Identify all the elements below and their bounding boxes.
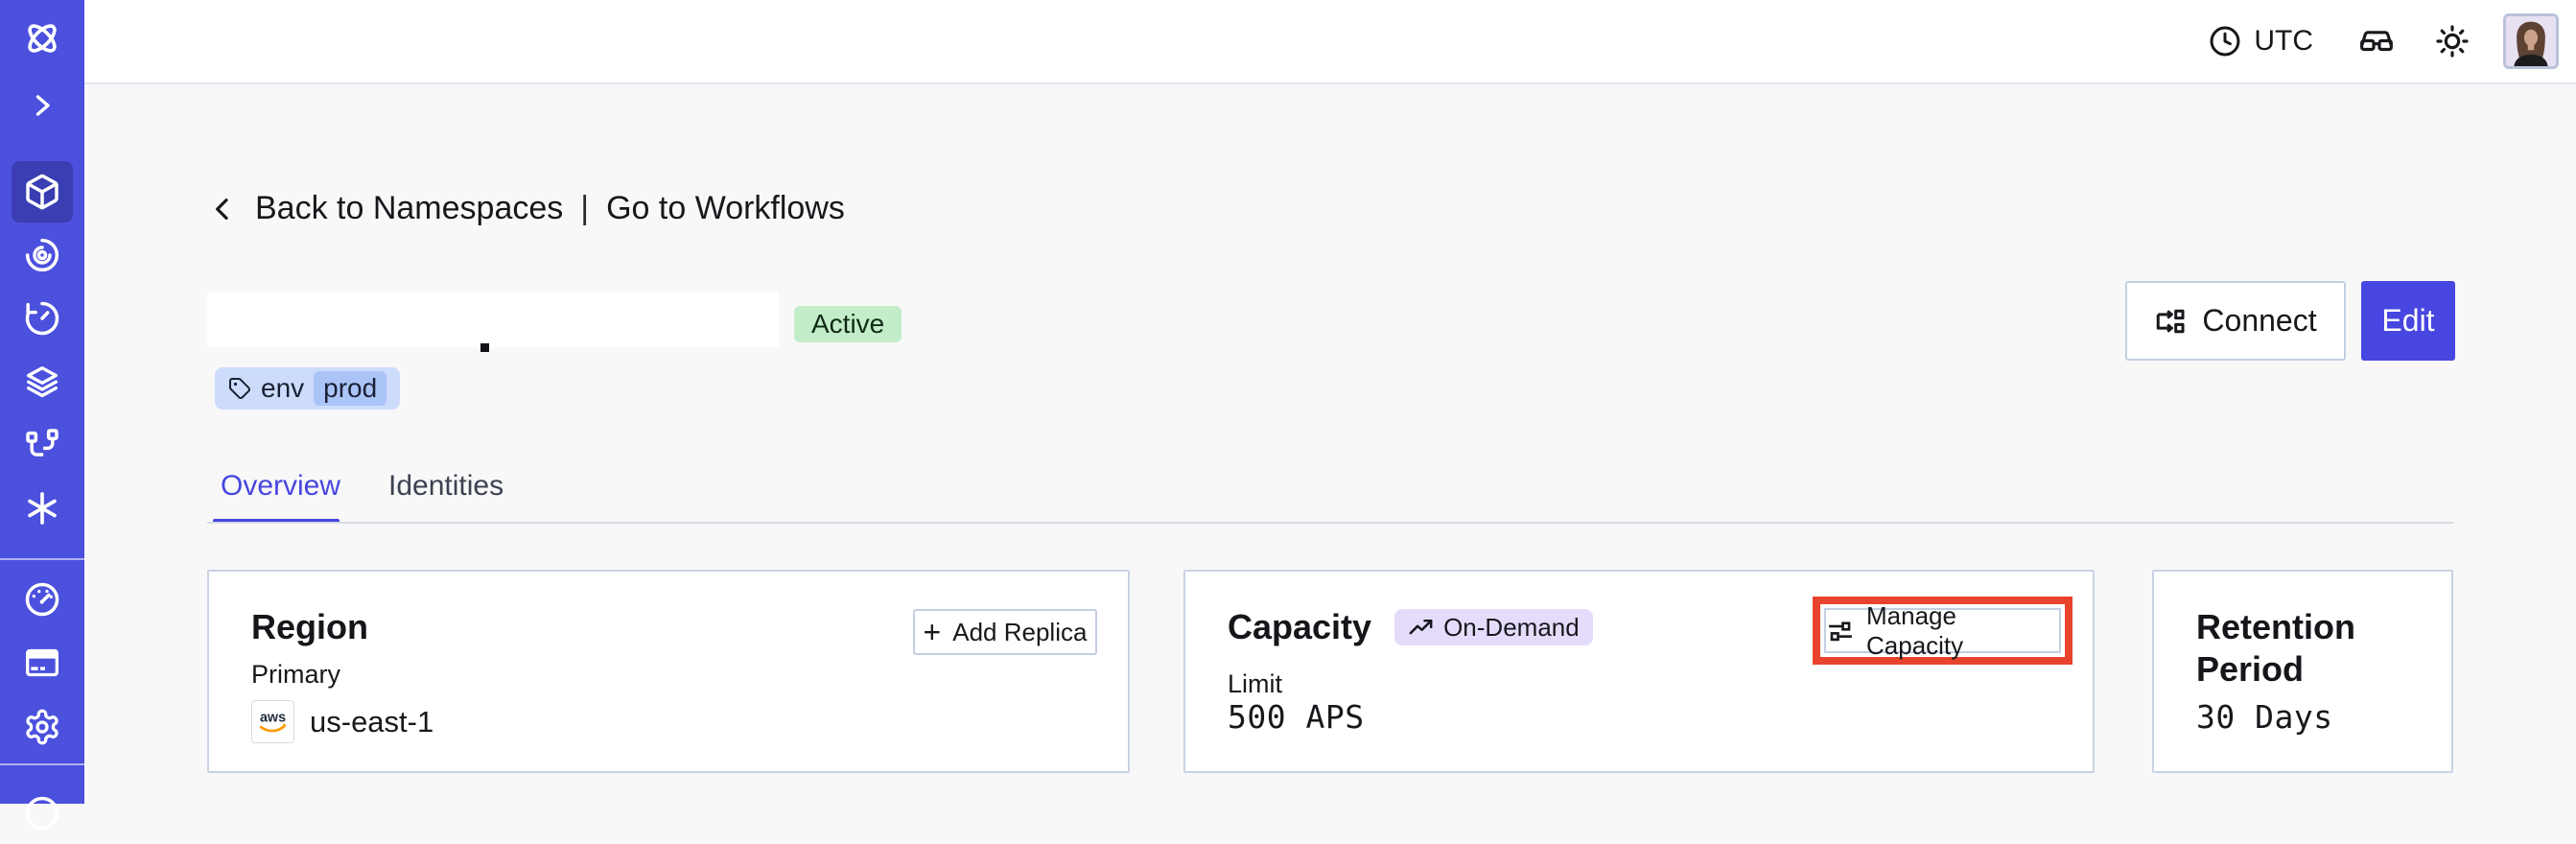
chevron-right-icon xyxy=(25,88,59,123)
retention-value: 30 Days xyxy=(2196,698,2333,736)
sidebar-item-observability[interactable] xyxy=(12,224,73,286)
tag-icon xyxy=(228,377,251,400)
namespace-title-redacted xyxy=(207,292,779,347)
breadcrumb: Back to Namespaces | Go to Workflows xyxy=(207,190,845,227)
edit-button[interactable]: Edit xyxy=(2361,281,2455,361)
main-content: Back to Namespaces | Go to Workflows Act… xyxy=(84,86,2576,804)
chevron-left-icon xyxy=(207,194,238,224)
annotation-highlight: Manage Capacity xyxy=(1813,597,2073,665)
manage-capacity-button[interactable]: Manage Capacity xyxy=(1824,601,2061,660)
capacity-card-title: Capacity xyxy=(1228,607,1372,646)
temporal-logo-icon xyxy=(22,18,62,59)
connect-label: Connect xyxy=(2202,303,2317,338)
aws-logo-icon: aws xyxy=(251,700,294,743)
sidebar-item-usage[interactable] xyxy=(12,569,73,630)
primary-label: Primary xyxy=(251,660,340,689)
status-badge: Active xyxy=(794,306,902,342)
clock-history-icon xyxy=(23,299,61,338)
capacity-value: 500 APS xyxy=(1228,698,1365,736)
retention-card: Retention Period 30 Days xyxy=(2152,570,2453,773)
capacity-card-header: Capacity On-Demand xyxy=(1228,606,1593,648)
sidebar-divider xyxy=(0,558,84,560)
sun-icon xyxy=(2436,25,2469,58)
sidebar-item-support[interactable] xyxy=(12,783,73,844)
sidebar-item-expand[interactable] xyxy=(12,75,73,136)
swirl-icon xyxy=(23,236,61,274)
sidebar-item-connections[interactable] xyxy=(12,414,73,476)
tag-value: prod xyxy=(314,371,387,406)
go-to-workflows-link[interactable]: Go to Workflows xyxy=(606,190,845,226)
gauge-icon xyxy=(23,580,61,619)
sliders-icon xyxy=(1826,617,1855,645)
on-demand-label: On-Demand xyxy=(1443,612,1580,642)
avatar-image xyxy=(2506,16,2556,66)
globe-icon xyxy=(23,794,61,832)
trending-up-icon xyxy=(1408,615,1434,641)
status-label: Active xyxy=(811,309,885,339)
user-avatar[interactable] xyxy=(2503,13,2559,69)
add-replica-button[interactable]: + Add Replica xyxy=(913,609,1097,655)
sidebar-item-schedules[interactable] xyxy=(12,288,73,349)
on-demand-badge: On-Demand xyxy=(1394,609,1593,645)
billing-card-icon xyxy=(23,644,61,682)
settings-gear-icon xyxy=(23,708,61,746)
add-replica-label: Add Replica xyxy=(952,617,1088,646)
glasses-icon xyxy=(2360,31,2393,52)
namespace-tag: env prod xyxy=(215,367,401,410)
theme-toggle-button[interactable] xyxy=(2434,23,2471,59)
top-bar: UTC xyxy=(84,0,2576,84)
sidebar-item-nexus[interactable] xyxy=(12,478,73,539)
connect-icon xyxy=(2154,305,2187,338)
sidebar-item-deployments[interactable] xyxy=(12,351,73,412)
region-value-row: aws us-east-1 xyxy=(251,700,433,743)
sidebar-item-namespaces[interactable] xyxy=(12,161,73,223)
retention-card-title: Retention Period xyxy=(2196,607,2355,689)
cube-icon xyxy=(23,173,61,211)
aws-logo-text: aws xyxy=(260,711,286,726)
manage-capacity-label: Manage Capacity xyxy=(1866,600,1964,660)
active-tab-underline xyxy=(213,519,340,524)
plus-icon: + xyxy=(923,615,942,649)
back-to-namespaces-link[interactable]: Back to Namespaces xyxy=(255,190,564,226)
sidebar-item-settings[interactable] xyxy=(12,696,73,758)
tab-overview[interactable]: Overview xyxy=(221,470,341,502)
tab-divider-line xyxy=(207,522,2453,524)
sidebar-item-billing[interactable] xyxy=(12,632,73,693)
sidebar-divider xyxy=(0,763,84,765)
edit-label: Edit xyxy=(2381,303,2435,338)
feedback-glasses-button[interactable] xyxy=(2357,22,2396,60)
region-card-title: Region xyxy=(251,607,368,646)
branch-icon xyxy=(23,426,61,464)
connect-button[interactable]: Connect xyxy=(2125,281,2346,361)
tag-key: env xyxy=(261,373,305,403)
clock-icon xyxy=(2208,24,2242,59)
region-card: Region + Add Replica Primary aws us-east… xyxy=(207,570,1130,773)
sidebar-nav xyxy=(0,0,84,831)
region-value: us-east-1 xyxy=(310,704,434,738)
capacity-card: Capacity On-Demand Ma xyxy=(1183,570,2095,773)
timezone-label: UTC xyxy=(2254,25,2313,57)
limit-label: Limit xyxy=(1228,669,1283,698)
asterisk-icon xyxy=(23,489,61,528)
timezone-selector[interactable]: UTC xyxy=(2208,24,2313,59)
tab-bar: Overview Identities xyxy=(221,470,503,503)
tab-identities[interactable]: Identities xyxy=(388,470,504,502)
redaction-artifact xyxy=(480,343,489,352)
breadcrumb-separator: | xyxy=(580,190,590,226)
layers-icon xyxy=(23,363,61,401)
sidebar-item-home[interactable] xyxy=(12,8,73,69)
